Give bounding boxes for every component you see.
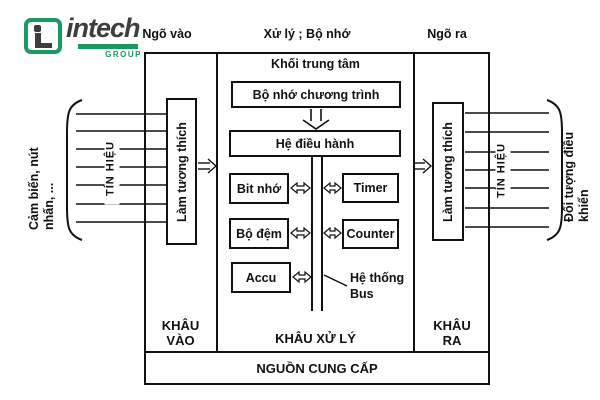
label-input-ngo-vao: Ngõ vào	[142, 27, 192, 41]
bus-label-pointer	[323, 274, 348, 287]
logo-group-text: GROUP	[105, 50, 142, 59]
system-bus-label: Hệ thống Bus	[350, 270, 405, 302]
power-supply-bar: NGUỒN CUNG CẤP	[144, 351, 490, 385]
input-devices-label: Cảm biến, nút nhấn, ...	[27, 147, 56, 230]
label-output-ngo-ra: Ngõ ra	[427, 27, 467, 41]
logo-l-icon	[24, 18, 62, 54]
central-unit-header: Khối trung tâm	[271, 57, 360, 71]
logo-underline	[78, 44, 138, 49]
right-adapter-arrow	[415, 158, 433, 174]
system-bus-lines	[311, 157, 323, 311]
output-section-label: KHÂU RA	[433, 318, 471, 348]
buffer-box: Bộ đệm	[229, 218, 289, 249]
input-signal-lines	[76, 113, 167, 223]
logo-dot-icon	[34, 25, 41, 32]
input-section-label: KHÂU VÀO	[161, 318, 200, 348]
counter-box: Counter	[342, 219, 399, 249]
accumulator-box: Accu	[231, 262, 291, 293]
program-memory-box: Bộ nhớ chương trình	[231, 81, 401, 108]
processing-section-label: KHÂU XỬ LÝ	[275, 331, 356, 346]
left-brace	[66, 99, 83, 241]
logo: intech GROUP	[22, 13, 147, 60]
right-brace	[546, 99, 563, 241]
label-process-memory: Xử lý ; Bộ nhớ	[263, 27, 351, 41]
operating-system-box: Hệ điều hành	[229, 130, 401, 157]
input-signal-label: TÍN HIỆU	[104, 132, 120, 205]
down-arrow-program-to-os	[302, 109, 330, 130]
controlled-objects-label: Đối tượng điều khiển	[562, 131, 591, 222]
bus-double-arrows	[290, 181, 342, 284]
left-adapter-arrow	[198, 158, 218, 174]
power-supply-label: NGUỒN CUNG CẤP	[256, 360, 378, 376]
logo-wordmark: intech	[66, 13, 141, 43]
timer-box: Timer	[342, 173, 399, 203]
output-adapter-box: Làm tương thích	[432, 102, 464, 241]
bit-memory-box: Bit nhớ	[229, 173, 289, 204]
output-signal-label: TÍN HIỆU	[495, 134, 511, 207]
section-divider-lines	[216, 53, 415, 352]
input-adapter-box: Làm tương thích	[166, 98, 197, 245]
